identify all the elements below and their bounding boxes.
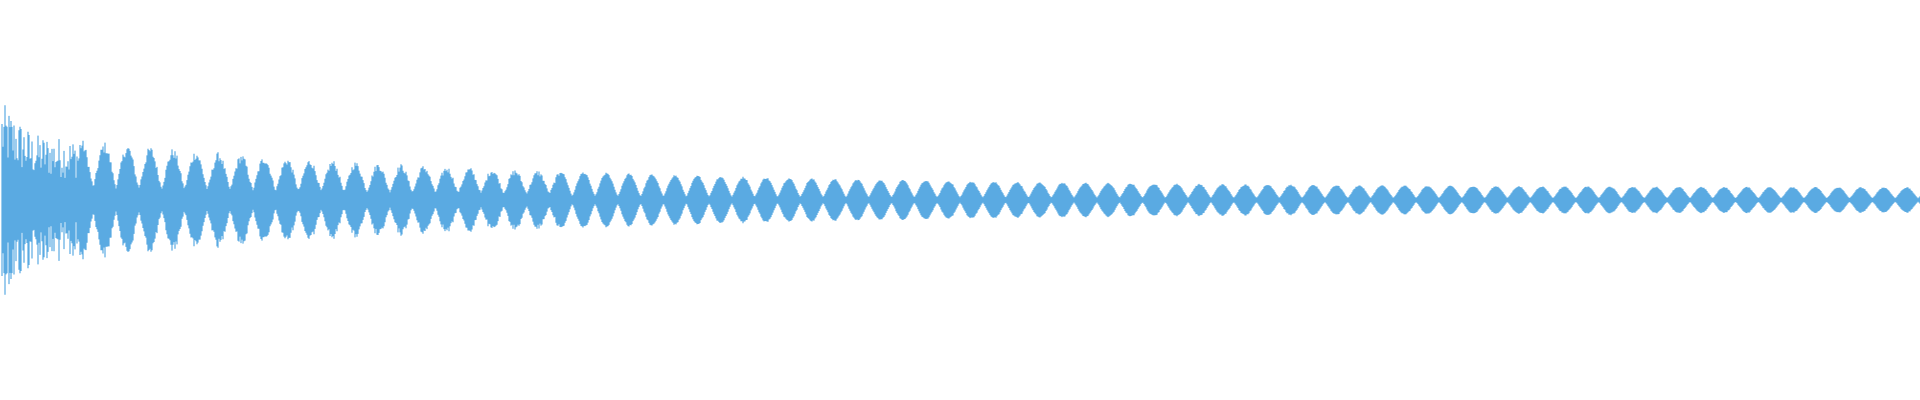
waveform-samples: [1, 105, 1920, 295]
